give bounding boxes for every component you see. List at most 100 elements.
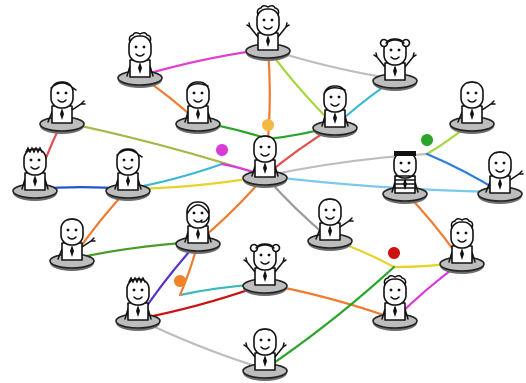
tie (70, 245, 74, 257)
cartoon-person (117, 31, 163, 88)
head (256, 8, 280, 36)
left-eye (466, 91, 470, 95)
hair (323, 87, 346, 95)
left-eye (262, 18, 266, 22)
left-eye (399, 161, 403, 165)
left-eye (134, 45, 138, 49)
tie (393, 305, 397, 317)
hair (495, 151, 505, 154)
hair (325, 198, 335, 201)
connection-lines (33, 47, 502, 371)
connector-dot (216, 144, 228, 156)
right-eye (397, 288, 401, 292)
hair (128, 31, 152, 43)
left-eye (456, 231, 460, 235)
smile (260, 153, 270, 157)
right-eye (464, 231, 468, 235)
right-eye (502, 161, 506, 165)
left-eye (66, 228, 70, 232)
cartoon-person (49, 218, 96, 271)
head (318, 198, 342, 226)
tie (498, 178, 502, 190)
cartoon-person (382, 151, 428, 204)
head (460, 81, 484, 109)
hair (186, 83, 209, 91)
cartoon-person (115, 276, 161, 331)
cartoon-person (105, 148, 151, 201)
right-eye (64, 91, 68, 95)
people-figures (12, 4, 524, 381)
right-eye (337, 95, 341, 99)
right-eye (200, 91, 204, 95)
head (60, 218, 84, 246)
arms (243, 342, 287, 358)
right-eye (267, 253, 271, 257)
tie (266, 35, 270, 47)
hair (50, 82, 77, 91)
right-eye (200, 211, 204, 215)
tie (196, 108, 200, 120)
head (450, 221, 474, 249)
head (23, 148, 47, 176)
cartoon-person (372, 274, 418, 331)
head (50, 81, 74, 109)
hair (249, 243, 281, 253)
right-eye (407, 161, 411, 165)
left-eye (324, 208, 328, 212)
hair (25, 146, 43, 154)
head (253, 135, 277, 163)
smile (135, 53, 145, 57)
smile (390, 56, 400, 60)
left-eye (494, 161, 498, 165)
right-eye (267, 145, 271, 149)
smile (260, 261, 270, 265)
tie (60, 108, 64, 120)
left-eye (29, 158, 33, 162)
right-eye (130, 158, 134, 162)
left-eye (259, 145, 263, 149)
tie (470, 108, 474, 120)
tie (136, 305, 140, 317)
head (383, 278, 407, 306)
right-eye (142, 45, 146, 49)
smile (123, 166, 133, 170)
tie (263, 270, 267, 282)
smile (495, 169, 505, 173)
smile (30, 166, 40, 170)
right-eye (74, 228, 78, 232)
smile (263, 26, 273, 30)
smile (193, 99, 203, 103)
smile (193, 219, 203, 223)
hair (67, 218, 77, 221)
connection-line (263, 174, 502, 194)
left-eye (389, 288, 393, 292)
right-eye (397, 48, 401, 52)
smile (457, 239, 467, 243)
right-eye (37, 158, 41, 162)
left-eye (389, 48, 393, 52)
connector-dot (262, 119, 274, 131)
head (116, 148, 140, 176)
cartoon-person (439, 217, 485, 274)
tie (263, 355, 267, 367)
left-eye (122, 158, 126, 162)
arms (373, 52, 417, 68)
smile (260, 346, 270, 350)
smile (400, 169, 410, 173)
left-eye (329, 95, 333, 99)
left-eye (132, 288, 136, 292)
tie (263, 162, 267, 174)
cartoon-person (449, 81, 496, 134)
cartoon-person (477, 151, 524, 204)
smile (325, 216, 335, 220)
head (323, 85, 347, 113)
cartoon-person (312, 85, 358, 138)
head (488, 151, 512, 179)
left-eye (192, 91, 196, 95)
left-eye (192, 211, 196, 215)
left-eye (259, 253, 263, 257)
smile (133, 296, 143, 300)
cartoon-person (175, 81, 221, 134)
tie (33, 175, 37, 187)
arms (243, 257, 287, 273)
